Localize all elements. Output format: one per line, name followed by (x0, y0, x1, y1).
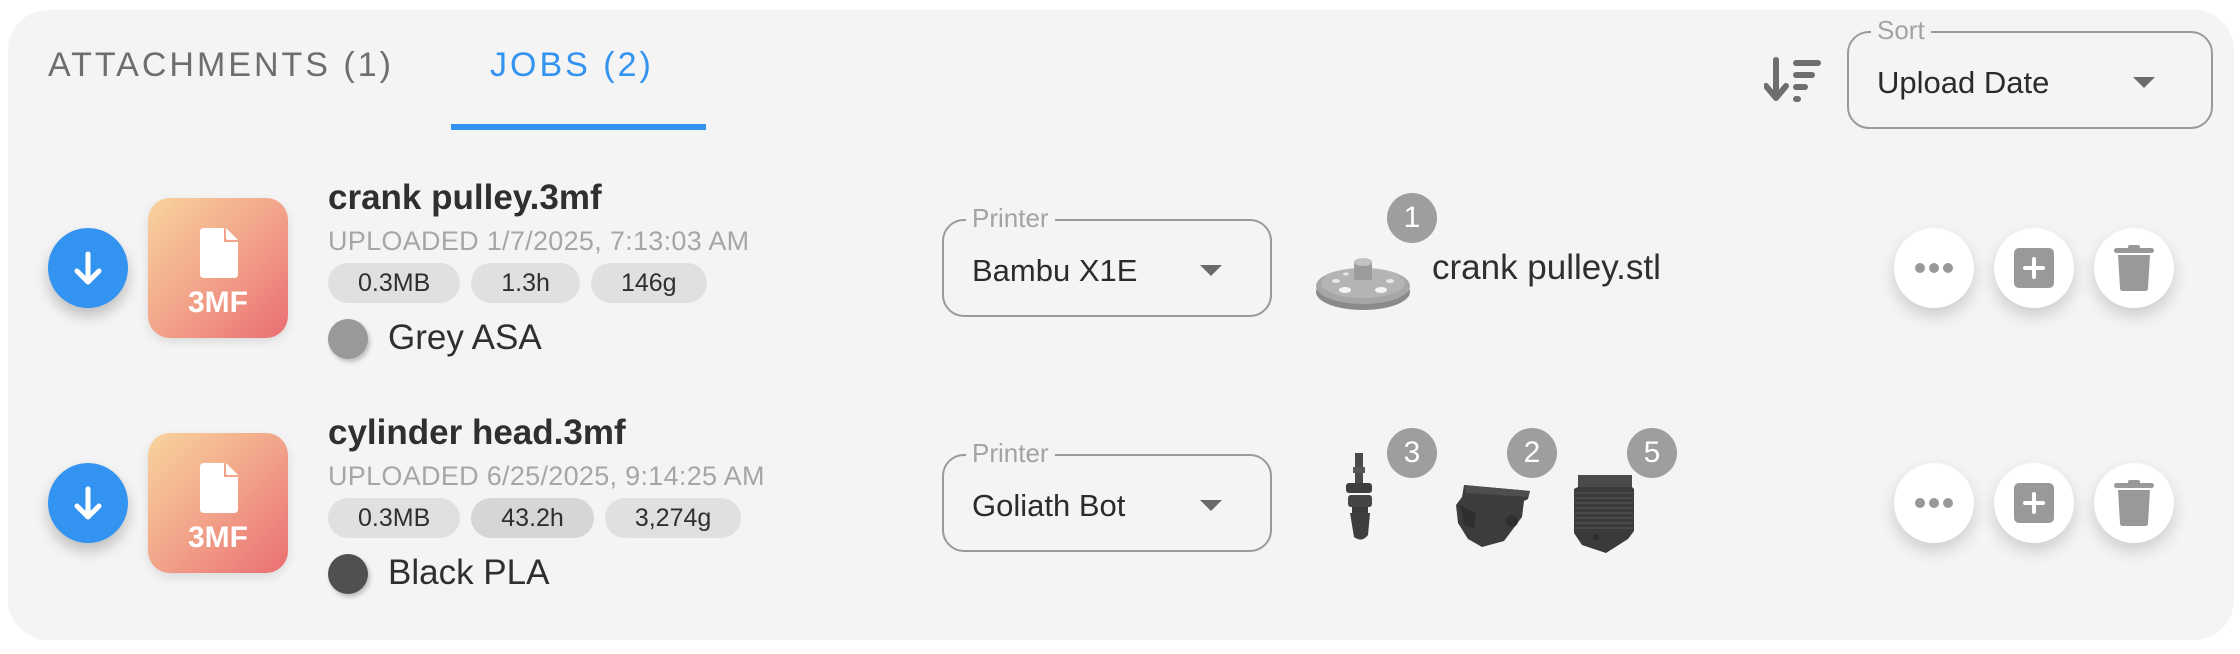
more-options-button[interactable] (1894, 463, 1974, 543)
arrow-down-icon (74, 486, 102, 520)
add-box-icon (2014, 483, 2054, 523)
part-count-badge: 1 (1387, 193, 1437, 243)
weight-chip: 146g (590, 263, 707, 303)
download-button[interactable] (48, 228, 128, 308)
trash-icon (2114, 480, 2154, 526)
crank-pulley-thumbnail[interactable] (1314, 256, 1412, 314)
job-title[interactable]: cylinder head.3mf (328, 413, 626, 452)
chevron-down-icon (1200, 265, 1222, 276)
job-row: 3MF cylinder head.3mf UPLOADED 6/25/2025… (0, 413, 2240, 643)
sort-label: Sort (1871, 14, 1931, 46)
printer-label: Printer (966, 437, 1055, 469)
job-stats: 0.3MB 43.2h 3,274g (328, 498, 742, 538)
delete-button[interactable] (2094, 228, 2174, 308)
part-count-badge: 2 (1507, 428, 1557, 478)
arrow-down-icon (74, 251, 102, 285)
sort-select[interactable]: Sort Upload Date (1847, 14, 2213, 129)
add-to-queue-button[interactable] (1994, 228, 2074, 308)
material-name: Black PLA (388, 553, 550, 592)
file-size-chip: 0.3MB (328, 498, 461, 538)
file-type-label: 3MF (188, 521, 248, 554)
job-stats: 0.3MB 1.3h 146g (328, 263, 707, 303)
print-time-chip: 1.3h (471, 263, 580, 303)
weight-chip: 3,274g (604, 498, 742, 538)
cylinder-thumbnail[interactable] (1572, 473, 1636, 555)
more-horizontal-icon (1915, 263, 1953, 273)
crankshaft-thumbnail[interactable] (1344, 453, 1376, 543)
part-count-badge: 3 (1387, 428, 1437, 478)
material-color-swatch (328, 319, 368, 359)
sort-descending-icon[interactable] (1763, 56, 1824, 104)
file-type-tile: 3MF (148, 198, 288, 338)
printer-value: Goliath Bot (972, 488, 1126, 523)
tab-attachments[interactable]: ATTACHMENTS (1) (48, 46, 394, 84)
more-options-button[interactable] (1894, 228, 1974, 308)
more-horizontal-icon (1915, 498, 1953, 508)
cylinder-head-thumbnail[interactable] (1454, 483, 1534, 549)
trash-icon (2114, 245, 2154, 291)
material-name: Grey ASA (388, 318, 542, 357)
job-row: 3MF crank pulley.3mf UPLOADED 1/7/2025, … (0, 178, 2240, 408)
upload-timestamp: UPLOADED 1/7/2025, 7:13:03 AM (328, 226, 750, 256)
printer-select[interactable]: Printer Bambu X1E (942, 202, 1272, 317)
printer-label: Printer (966, 202, 1055, 234)
add-box-icon (2014, 248, 2054, 288)
upload-timestamp: UPLOADED 6/25/2025, 9:14:25 AM (328, 461, 765, 491)
file-icon (200, 228, 238, 278)
print-time-chip: 43.2h (471, 498, 594, 538)
printer-select[interactable]: Printer Goliath Bot (942, 437, 1272, 552)
chevron-down-icon (2133, 77, 2155, 88)
file-icon (200, 463, 238, 513)
part-count-badge: 5 (1627, 428, 1677, 478)
chevron-down-icon (1200, 500, 1222, 511)
material-color-swatch (328, 554, 368, 594)
delete-button[interactable] (2094, 463, 2174, 543)
active-tab-indicator (451, 124, 706, 130)
add-to-queue-button[interactable] (1994, 463, 2074, 543)
file-type-label: 3MF (188, 286, 248, 319)
part-filename[interactable]: crank pulley.stl (1432, 248, 1661, 287)
printer-value: Bambu X1E (972, 253, 1138, 288)
sort-value: Upload Date (1877, 65, 2050, 100)
tab-jobs[interactable]: JOBS (2) (490, 46, 654, 84)
file-size-chip: 0.3MB (328, 263, 461, 303)
download-button[interactable] (48, 463, 128, 543)
file-type-tile: 3MF (148, 433, 288, 573)
job-title[interactable]: crank pulley.3mf (328, 178, 602, 217)
